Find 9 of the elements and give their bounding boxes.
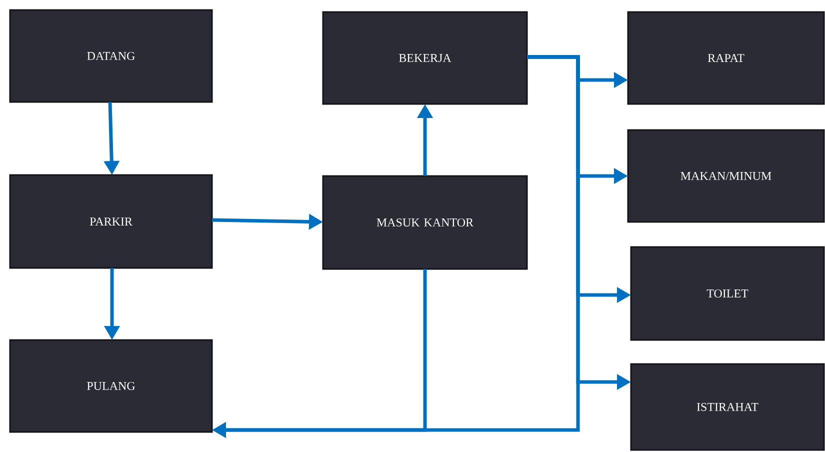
process-box: DATANG — [9, 9, 213, 103]
process-box: ISTIRAHAT — [630, 363, 825, 451]
process-box: MAKAN/MINUM — [627, 129, 825, 223]
process-box: RAPAT — [627, 11, 825, 105]
process-box: PULANG — [9, 339, 213, 433]
process-box: BEKERJA — [322, 11, 528, 105]
process-box: PARKIR — [9, 174, 213, 269]
process-box: MASUK KANTOR — [322, 175, 528, 270]
process-box: TOILET — [630, 246, 825, 341]
